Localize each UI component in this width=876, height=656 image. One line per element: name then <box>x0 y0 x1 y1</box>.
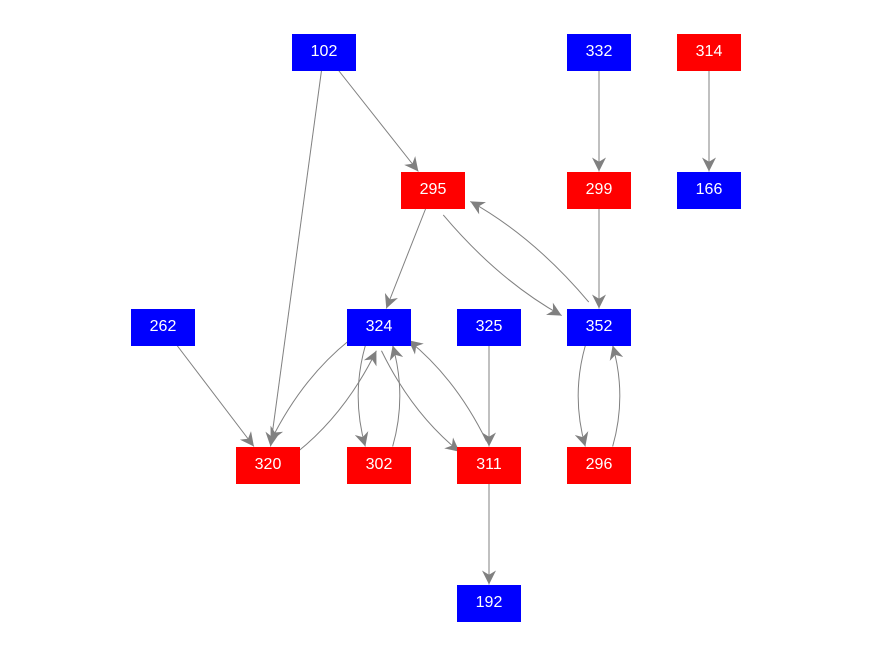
node-295[interactable]: 295 <box>401 171 465 209</box>
edge-320-to-324 <box>297 350 377 453</box>
edge-295-to-324 <box>384 208 427 309</box>
edge-102-to-320 <box>265 70 322 447</box>
node-262[interactable]: 262 <box>131 308 195 346</box>
edge-324-to-311 <box>381 350 460 453</box>
node-352[interactable]: 352 <box>567 308 631 346</box>
edge-352-to-295 <box>470 200 590 303</box>
node-311[interactable]: 311 <box>457 446 521 484</box>
node-320[interactable]: 320 <box>236 446 300 484</box>
node-324[interactable]: 324 <box>347 308 411 346</box>
edge-324-to-302 <box>354 345 369 447</box>
edge-311-to-324 <box>408 339 487 442</box>
node-296[interactable]: 296 <box>567 446 631 484</box>
node-299[interactable]: 299 <box>567 171 631 209</box>
edge-295-to-352 <box>442 214 562 317</box>
node-192[interactable]: 192 <box>457 584 521 622</box>
edge-352-to-296 <box>574 345 589 447</box>
edge-262-to-320 <box>176 345 255 447</box>
node-325[interactable]: 325 <box>457 308 521 346</box>
edge-296-to-352 <box>609 345 624 447</box>
node-314[interactable]: 314 <box>677 33 741 71</box>
node-166[interactable]: 166 <box>677 171 741 209</box>
node-302[interactable]: 302 <box>347 446 411 484</box>
node-332[interactable]: 332 <box>567 33 631 71</box>
edge-324-to-320 <box>270 339 350 442</box>
node-102[interactable]: 102 <box>292 33 356 71</box>
edge-302-to-324 <box>389 345 404 447</box>
edge-102-to-295 <box>338 70 419 172</box>
